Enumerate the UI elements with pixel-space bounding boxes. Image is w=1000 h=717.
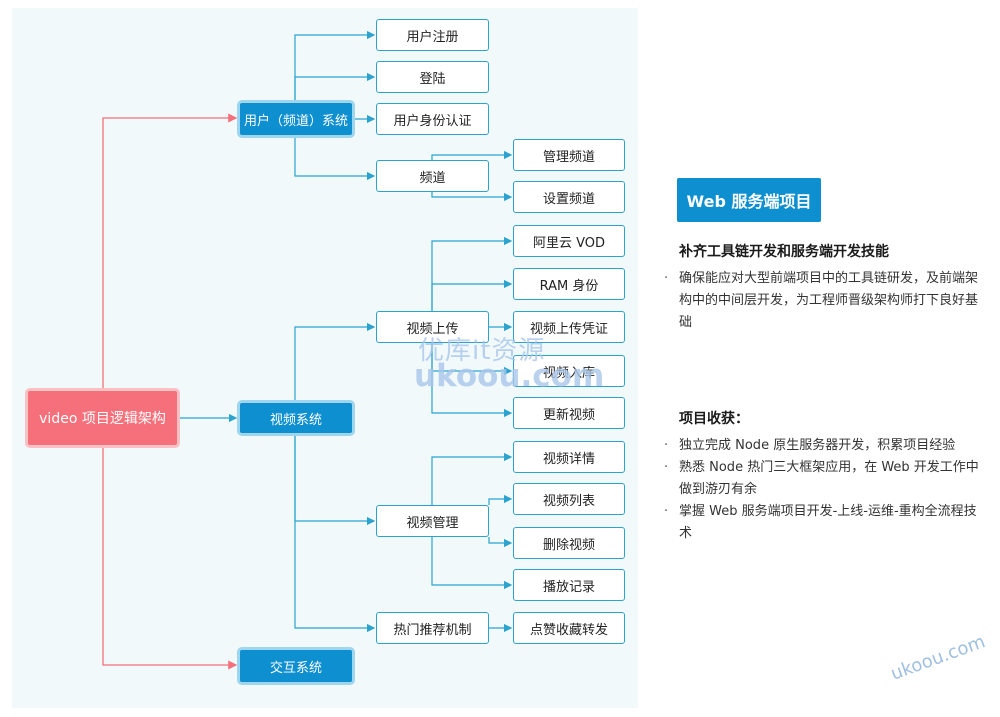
gains-heading: 项目收获： <box>679 411 749 427</box>
node-login: 登陆 <box>376 61 489 93</box>
link-root-interaction <box>102 448 238 670</box>
bullet-dot: · <box>664 271 669 286</box>
node-video-detail: 视频详情 <box>513 441 625 473</box>
video-system-node: 视频系统 <box>237 400 355 436</box>
gain-text: 独立完成 Node 原生服务器开发，积累项目经验 <box>679 438 956 453</box>
skills-heading: 补齐工具链开发和服务端开发技能 <box>679 244 889 260</box>
node-user-register: 用户注册 <box>376 19 489 51</box>
project-badge: Web 服务端项目 <box>677 178 821 222</box>
node-video-list: 视频列表 <box>513 483 625 515</box>
watermark-cn: 优库it资源 <box>418 336 546 366</box>
node-video-manage: 视频管理 <box>376 505 489 537</box>
root-node: video 项目逻辑架构 <box>25 388 180 448</box>
gain-text: 熟悉 Node 热门三大框架应用，在 Web 开发工作中做到游刃有余 <box>679 460 979 497</box>
node-play-history: 播放记录 <box>513 569 625 601</box>
node-user-auth: 用户身份认证 <box>376 103 489 135</box>
interaction-system-node: 交互系统 <box>237 647 355 685</box>
gain-item: · 熟悉 Node 热门三大框架应用，在 Web 开发工作中做到游刃有余 <box>664 457 989 501</box>
node-update-video: 更新视频 <box>513 397 625 429</box>
node-channel: 频道 <box>376 160 489 192</box>
link-upload-branch <box>431 236 513 311</box>
gain-item: · 掌握 Web 服务端项目开发-上线-运维-重构全流程技术 <box>664 501 989 545</box>
watermark-url: ukoou.com <box>414 358 605 394</box>
gain-text: 掌握 Web 服务端项目开发-上线-运维-重构全流程技术 <box>679 504 977 541</box>
node-aliyun-vod: 阿里云 VOD <box>513 225 625 257</box>
skills-text: 确保能应对大型前端项目中的工具链研发，及前端架构中的中间层开发，为工程师晋级架构… <box>679 271 979 330</box>
link-manage-branch <box>431 452 513 505</box>
link-channel-branch <box>431 150 513 160</box>
node-video-storage: 视频入库 <box>513 355 625 387</box>
node-upload-credential: 视频上传凭证 <box>513 311 625 343</box>
node-setup-channel: 设置频道 <box>513 181 625 213</box>
node-hot-recommend: 热门推荐机制 <box>376 612 489 644</box>
node-like-fav-share: 点赞收藏转发 <box>513 612 625 644</box>
gain-item: · 独立完成 Node 原生服务器开发，积累项目经验 <box>664 435 989 457</box>
link-video-branch <box>294 322 376 400</box>
bullet-dot: · <box>664 438 669 453</box>
node-delete-video: 删除视频 <box>513 527 625 559</box>
node-ram-identity: RAM 身份 <box>513 268 625 300</box>
link-root-user <box>102 113 238 388</box>
bullet-dot: · <box>664 504 669 519</box>
user-system-node: 用户（频道）系统 <box>237 100 355 138</box>
node-video-upload: 视频上传 <box>376 311 489 343</box>
node-manage-channel: 管理频道 <box>513 139 625 171</box>
skills-paragraph: · 确保能应对大型前端项目中的工具链研发，及前端架构中的中间层开发，为工程师晋级… <box>664 268 989 334</box>
bullet-dot: · <box>664 460 669 475</box>
link-user-branch <box>294 30 376 100</box>
